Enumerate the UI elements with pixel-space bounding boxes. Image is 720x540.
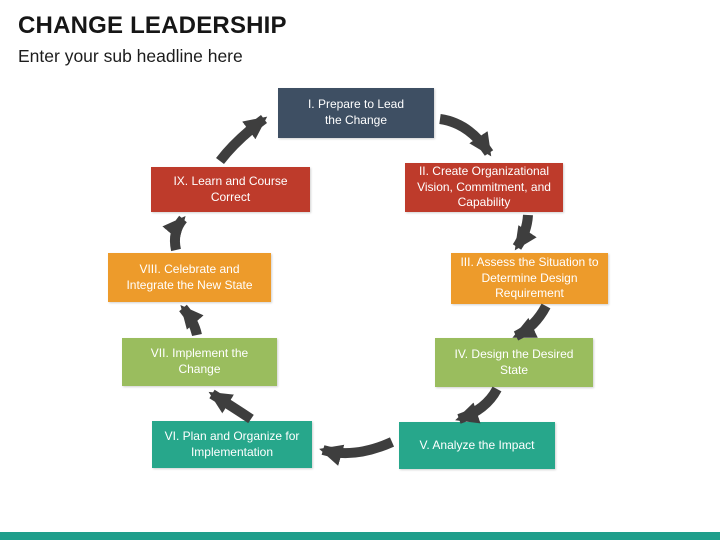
slide-accent-bar [0,532,720,540]
arrow-step4-to-step5-icon [455,386,502,424]
step-box-8: VIII. Celebrate and Integrate the New St… [108,253,271,302]
arrow-step9-to-step1-icon [216,115,268,165]
arrow-step2-to-step3-icon [512,214,537,251]
step-box-7: VII. Implement the Change [122,338,277,386]
step-box-4: IV. Design the Desired State [435,338,593,387]
arrow-step5-to-step6-icon [319,437,395,466]
step-box-6: VI. Plan and Organize for Implementation [152,421,312,468]
step-box-3: III. Assess the Situation to Determine D… [451,253,608,304]
step-box-1: I. Prepare to Lead the Change [278,88,434,138]
arrow-step1-to-step2-icon [439,114,494,157]
step-box-9: IX. Learn and Course Correct [151,167,310,212]
step-box-2: II. Create Organizational Vision, Commit… [405,163,563,212]
step-box-5: V. Analyze the Impact [399,422,555,469]
arrow-step6-to-step7-icon [208,389,254,424]
page-title: CHANGE LEADERSHIP [18,12,287,39]
arrow-step3-to-step4-icon [512,303,551,341]
arrow-step8-to-step9-icon [162,215,187,252]
arrow-step7-to-step8-icon [179,304,204,337]
sub-headline-placeholder: Enter your sub headline here [18,46,243,66]
